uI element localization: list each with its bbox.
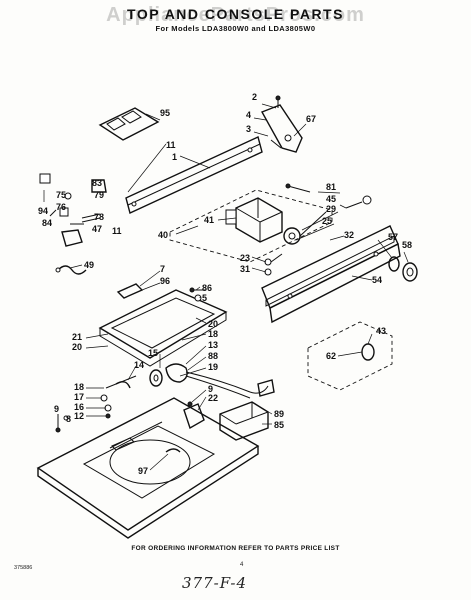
callout-12: 12 [74, 411, 84, 421]
callout-14: 14 [134, 360, 144, 370]
diagram-subtitle: For Models LDA3800W0 and LDA3805W0 [155, 24, 316, 33]
washer-top-cover [36, 397, 260, 539]
lid-assembly [98, 289, 228, 367]
callout-62: 62 [326, 351, 336, 361]
callout-79: 79 [94, 190, 104, 200]
callout-22: 22 [208, 393, 218, 403]
console-end-bracket [260, 95, 303, 153]
callout-20-lower: 20 [72, 342, 82, 352]
callout-4: 4 [246, 110, 251, 120]
callout-89: 89 [274, 409, 284, 419]
callout-31: 31 [240, 264, 250, 274]
callout-47: 47 [92, 224, 102, 234]
callout-15: 15 [148, 348, 158, 358]
callout-11-upper: 11 [166, 140, 176, 150]
ordering-note: FOR ORDERING INFORMATION REFER TO PARTS … [131, 545, 340, 552]
callout-20-upper: 20 [208, 319, 218, 329]
callout-40: 40 [158, 230, 168, 240]
callout-23: 23 [240, 253, 250, 263]
lid-switch-wiring [185, 371, 275, 399]
callout-86: 86 [202, 283, 212, 293]
callout-3: 3 [246, 124, 251, 134]
drawing-part-code: 375886 [14, 565, 33, 571]
callout-9-right: 9 [208, 384, 213, 394]
lid-handle [116, 283, 144, 299]
callout-18-lower: 18 [74, 382, 84, 392]
callout-67: 67 [306, 114, 316, 124]
timer-mount-outline [169, 189, 333, 263]
lid-switch-hardware [100, 375, 137, 419]
callout-75: 75 [56, 190, 66, 200]
timer-assembly [225, 197, 283, 243]
callout-29: 29 [326, 204, 336, 214]
callout-96: 96 [160, 276, 170, 286]
callout-21: 21 [72, 332, 82, 342]
control-knobs [388, 256, 418, 282]
callout-17: 17 [74, 392, 84, 402]
callout-8: 8 [66, 414, 71, 424]
callout-41: 41 [204, 215, 214, 225]
callout-95: 95 [160, 108, 170, 118]
callout-1: 1 [172, 152, 177, 162]
top-mount-screws [55, 414, 69, 433]
callout-45: 45 [326, 194, 336, 204]
callout-16: 16 [74, 402, 84, 412]
callout-83: 83 [92, 178, 102, 188]
watermark: AppliancePartsPros.com [106, 4, 365, 26]
lid-hinge-screw [189, 287, 206, 302]
lid-hinge [183, 401, 205, 430]
callout-18-upper: 18 [208, 329, 218, 339]
callout-85: 85 [274, 420, 284, 430]
lid-switch-cam [165, 448, 181, 453]
callout-19: 19 [208, 362, 218, 372]
callout-13: 13 [208, 340, 218, 350]
console-back-panel [125, 136, 263, 214]
callout-5: 5 [202, 293, 207, 303]
callout-76: 76 [56, 202, 66, 212]
callout-94: 94 [38, 206, 48, 216]
console-front-panel [261, 225, 401, 324]
callout-43: 43 [376, 326, 386, 336]
selector-switch [283, 211, 327, 245]
callout-11-lower: 11 [112, 226, 122, 236]
callout-25: 25 [322, 216, 332, 226]
console-screws [285, 183, 372, 209]
left-small-parts [39, 173, 107, 247]
callout-97: 97 [138, 466, 148, 476]
handwritten-reference: 377-F-4 [182, 574, 248, 592]
bleach-dispenser [219, 401, 269, 441]
harness-clips [264, 253, 283, 276]
callout-7: 7 [160, 264, 165, 274]
callout-49: 49 [84, 260, 94, 270]
wire-harness-clip [55, 265, 87, 275]
console-rear-plate [98, 107, 160, 141]
callout-58: 58 [402, 240, 412, 250]
lid-switch-assembly [149, 363, 188, 387]
callout-88: 88 [208, 351, 218, 361]
callout-54: 54 [372, 275, 382, 285]
callout-81: 81 [326, 182, 336, 192]
diagram-title: TOP AND CONSOLE PARTS [127, 6, 344, 22]
leader-lines [69, 103, 409, 471]
callout-9-left: 9 [54, 404, 59, 414]
page-number: 4 [240, 562, 244, 568]
callout-57: 57 [388, 232, 398, 242]
callout-78: 78 [94, 212, 104, 222]
callout-84: 84 [42, 218, 52, 228]
callout-32: 32 [344, 230, 354, 240]
callout-2: 2 [252, 92, 257, 102]
